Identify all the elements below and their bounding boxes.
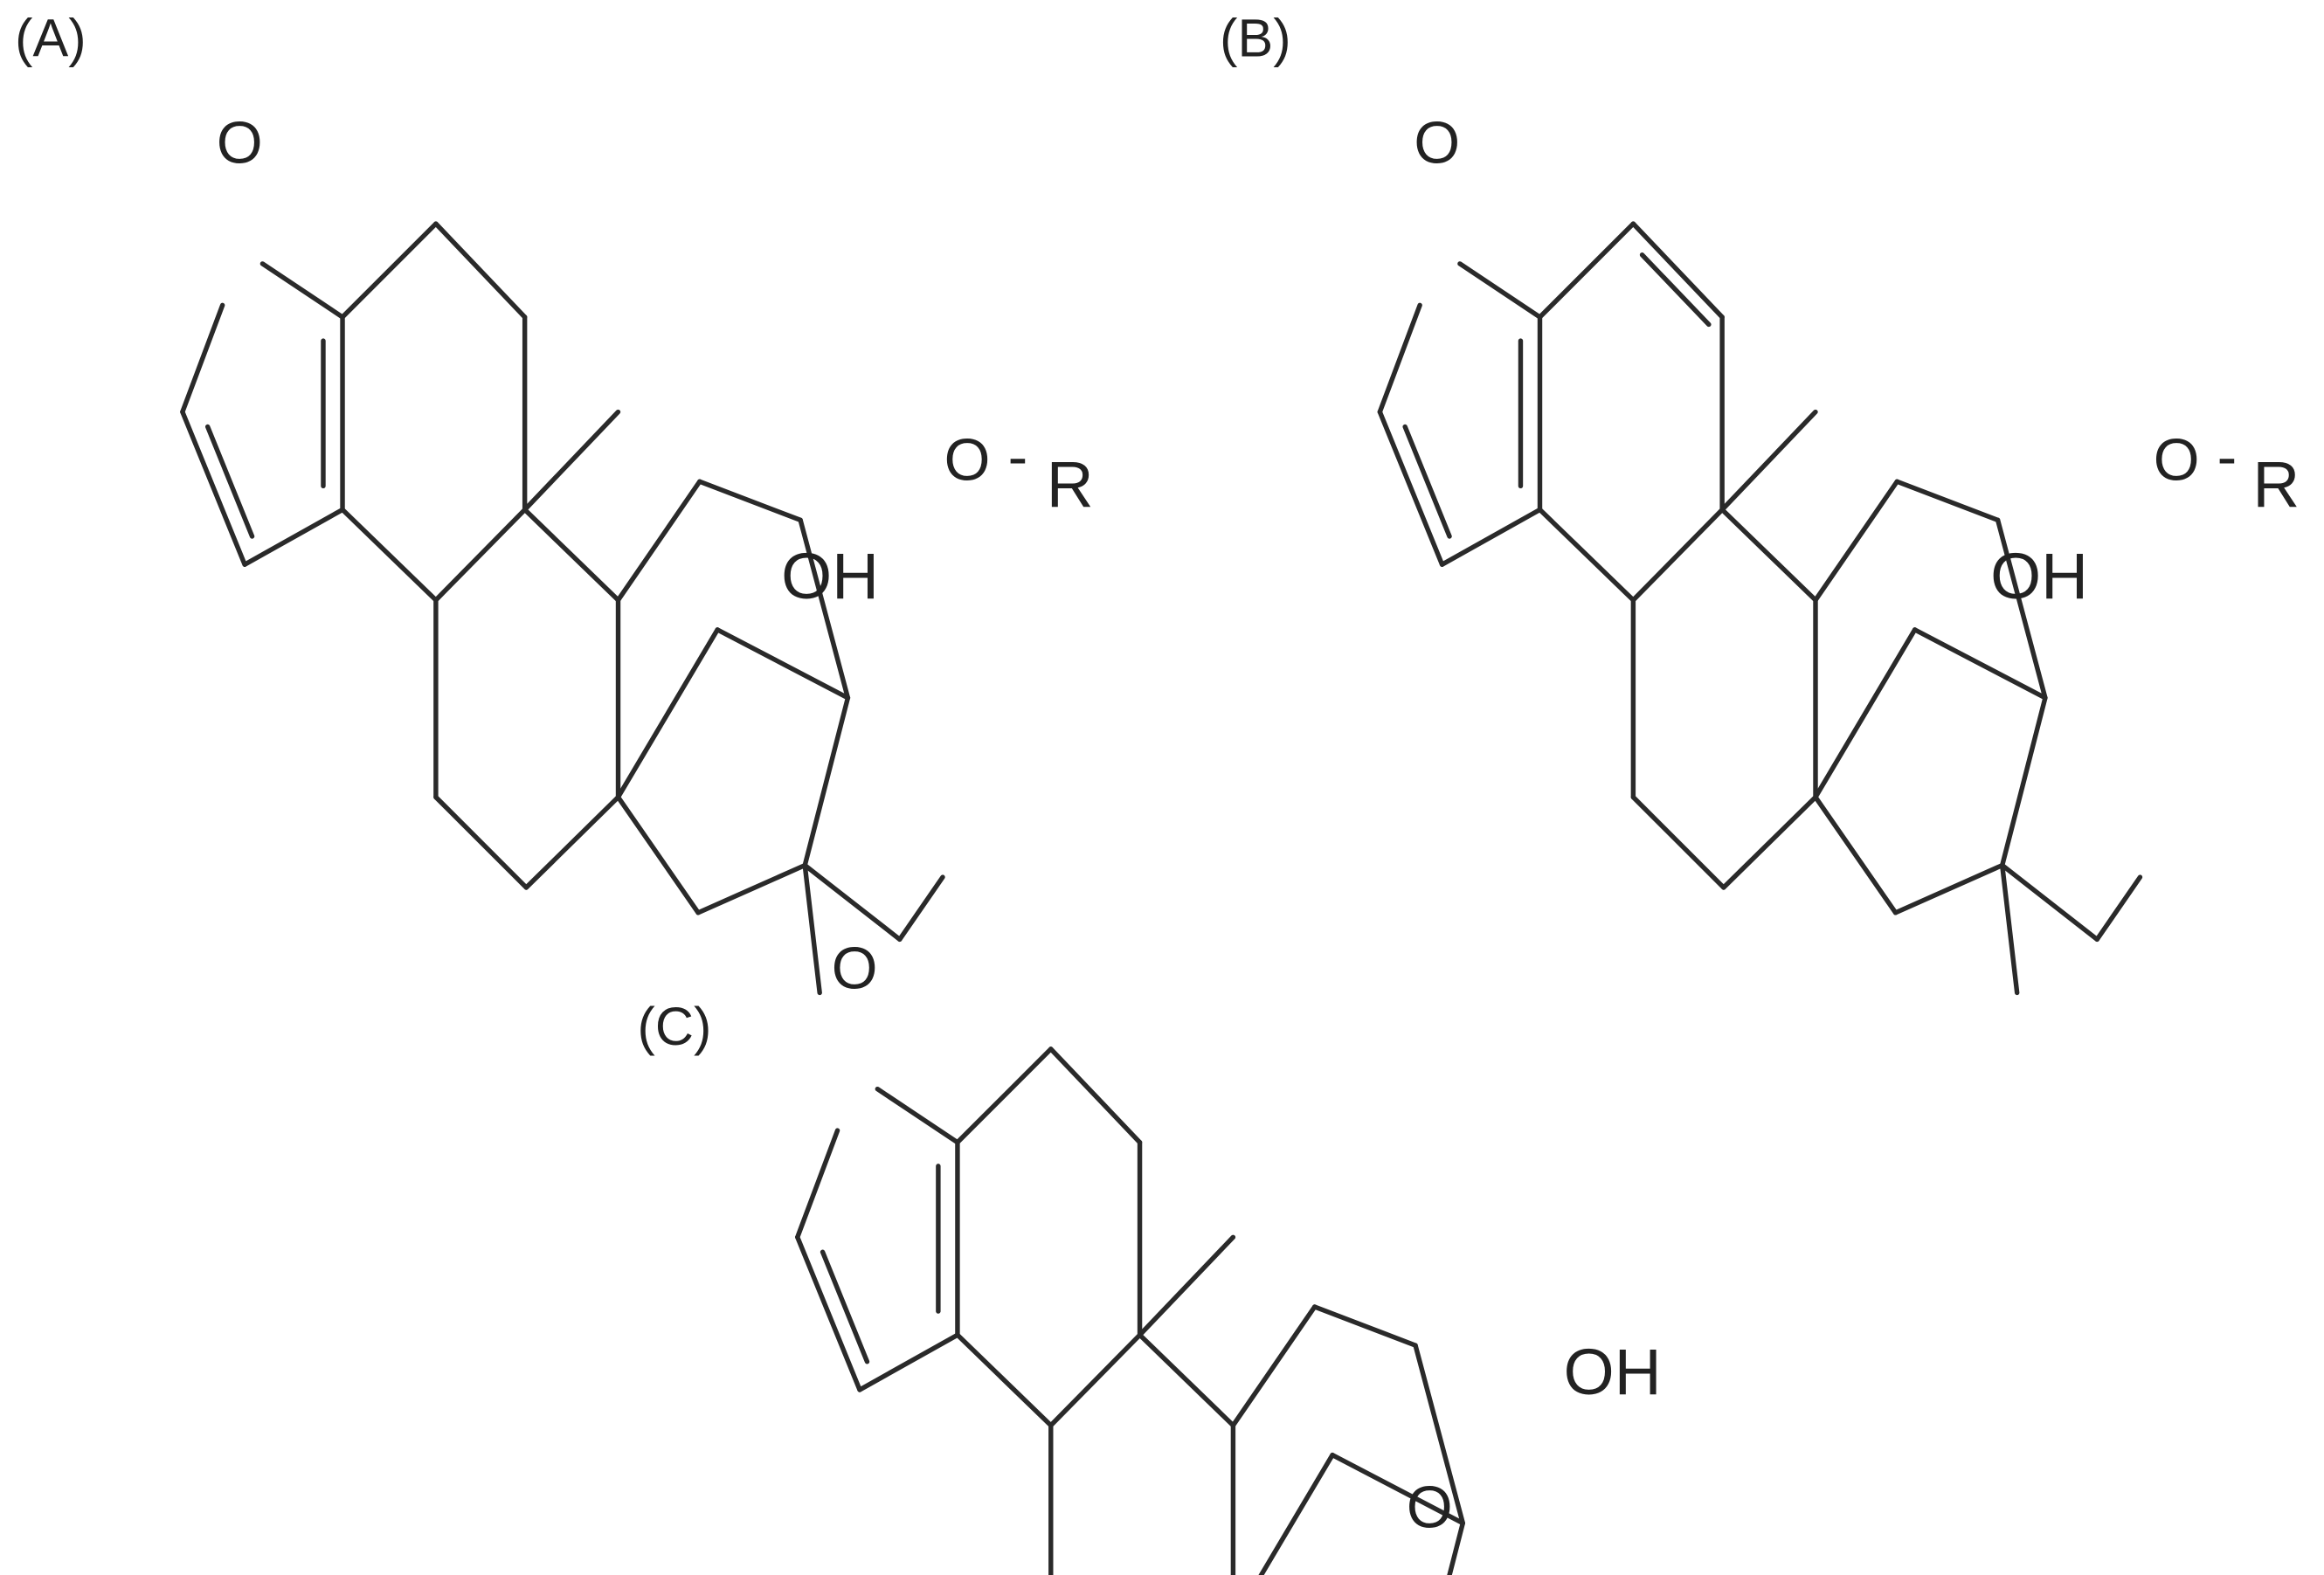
hydroxyl-label: OH (781, 539, 879, 612)
panel-c: (C) O OH O (638, 936, 1662, 1575)
panel-a: (A) O O - R OH (15, 8, 1094, 996)
panel-label: (C) (638, 997, 712, 1056)
furan-oxygen-label: O (217, 111, 263, 176)
panel-label: (A) (15, 8, 86, 67)
r-group-label: R (1047, 447, 1094, 521)
methoxy-oxygen-label: O (1407, 1475, 1453, 1541)
hydroxyl-label: OH (1990, 539, 2088, 612)
ether-dash: - (2217, 425, 2238, 490)
panel-b: (B) O O - R OH (1220, 8, 2300, 996)
r-group-label: R (2252, 447, 2300, 521)
panel-label: (B) (1220, 8, 1290, 67)
ether-oxygen-label: O (944, 428, 991, 494)
ether-oxygen-label: O (2154, 428, 2200, 494)
ether-dash: - (1008, 425, 1028, 490)
hydroxyl-label: OH (1564, 1335, 1662, 1408)
furan-oxygen-label: O (1414, 111, 1460, 176)
molecule-skeleton (1380, 224, 2097, 939)
furan-oxygen-label: O (832, 936, 878, 1001)
